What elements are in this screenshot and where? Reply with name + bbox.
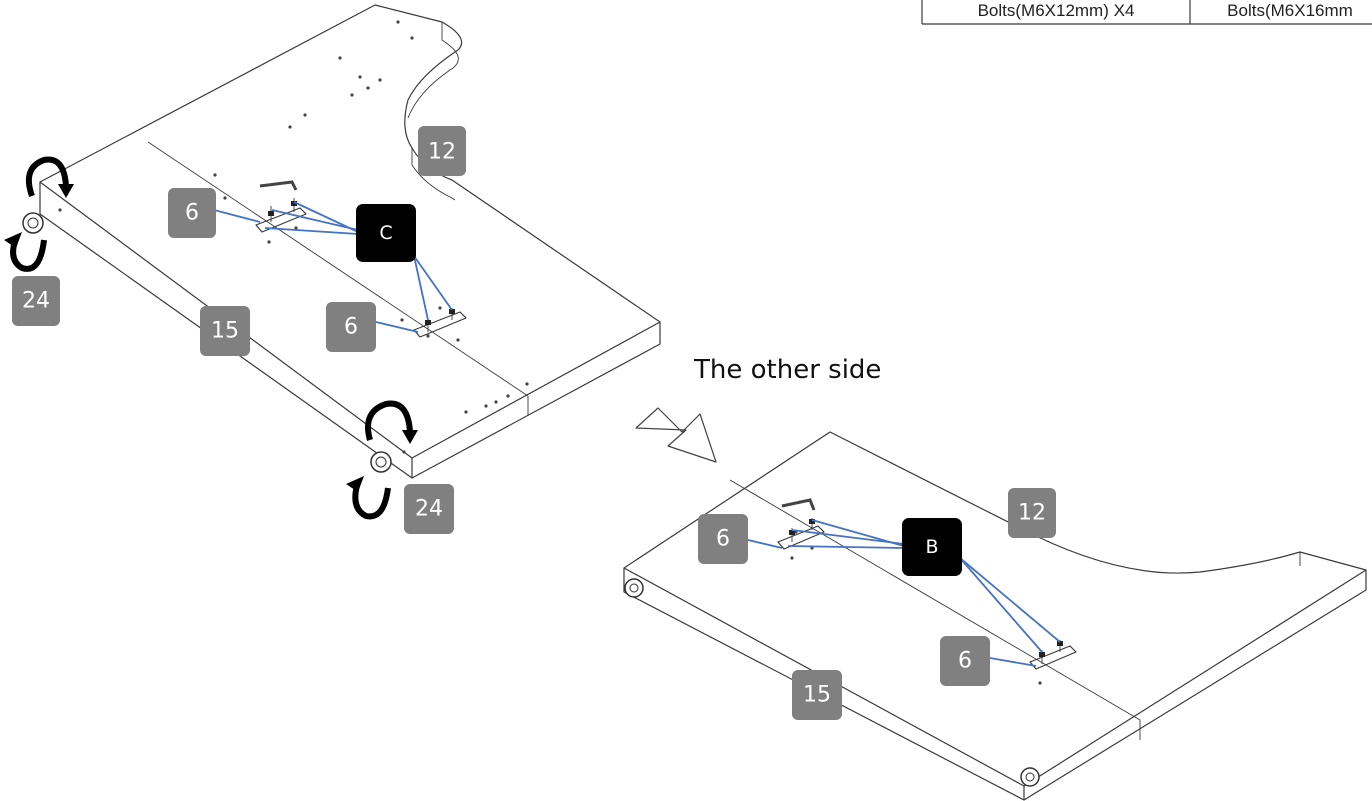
- bolt-icon: [268, 198, 297, 222]
- screw-label-6-upper-right: 6: [698, 514, 748, 564]
- part-label-12-right: 12: [1008, 488, 1056, 538]
- svg-text:6: 6: [185, 201, 199, 226]
- svg-text:12: 12: [1018, 501, 1046, 526]
- svg-text:6: 6: [958, 649, 972, 674]
- direction-arrow-icon: [635, 407, 717, 463]
- table-cell-right: Bolts(M6X16mm: [1227, 1, 1353, 20]
- caption-other-side: The other side: [693, 355, 881, 385]
- foot-label-24-right: 24: [404, 484, 454, 534]
- foot-label-24-left: 24: [12, 276, 60, 326]
- rotate-arrow-icon: [365, 400, 418, 444]
- screw-label-6-lower-right: 6: [940, 636, 990, 686]
- table-cell-left: Bolts(M6X12mm) X4: [978, 1, 1135, 20]
- hex-key-icon: [781, 498, 816, 511]
- leader-lines-left: [213, 201, 453, 333]
- bracket-plate-lower: [413, 308, 467, 338]
- holes-left: [58, 20, 529, 454]
- hex-key-icon: [259, 180, 298, 191]
- parts-table: Bolts(M6X12mm) X4 Bolts(M6X16mm: [921, 0, 1372, 25]
- bracket-plate-upper: [255, 198, 307, 233]
- part-label-15-right: 15: [792, 670, 842, 720]
- svg-text:15: 15: [211, 319, 239, 344]
- foot-pad-icon: [1020, 767, 1040, 787]
- desk-top-right-view: [623, 431, 1367, 801]
- foot-pad-icon: [624, 578, 644, 598]
- bracket-plate-lower-right: [1029, 640, 1077, 670]
- bag-label-b: B: [902, 518, 962, 576]
- rotate-arrow-icon: [4, 232, 47, 272]
- svg-text:6: 6: [716, 527, 730, 552]
- bag-label-c: C: [356, 204, 416, 262]
- part-label-15-left: 15: [200, 306, 250, 356]
- svg-text:B: B: [925, 536, 938, 558]
- rotate-arrow-icon: [26, 156, 74, 198]
- part-label-12-left: 12: [418, 126, 466, 176]
- svg-text:6: 6: [344, 315, 358, 340]
- svg-text:24: 24: [415, 497, 443, 522]
- screw-label-6-upper-left: 6: [168, 188, 216, 238]
- screw-label-6-lower-left: 6: [326, 302, 376, 352]
- foot-pad-icon: [370, 451, 392, 473]
- rotate-arrow-icon: [346, 476, 391, 520]
- svg-text:15: 15: [803, 683, 831, 708]
- leader-lines-right: [747, 519, 1061, 667]
- svg-text:24: 24: [22, 289, 50, 314]
- foot-pad-icon: [22, 212, 44, 234]
- desk-top-left-view: [22, 4, 661, 479]
- svg-text:12: 12: [428, 140, 456, 165]
- svg-text:C: C: [379, 222, 392, 244]
